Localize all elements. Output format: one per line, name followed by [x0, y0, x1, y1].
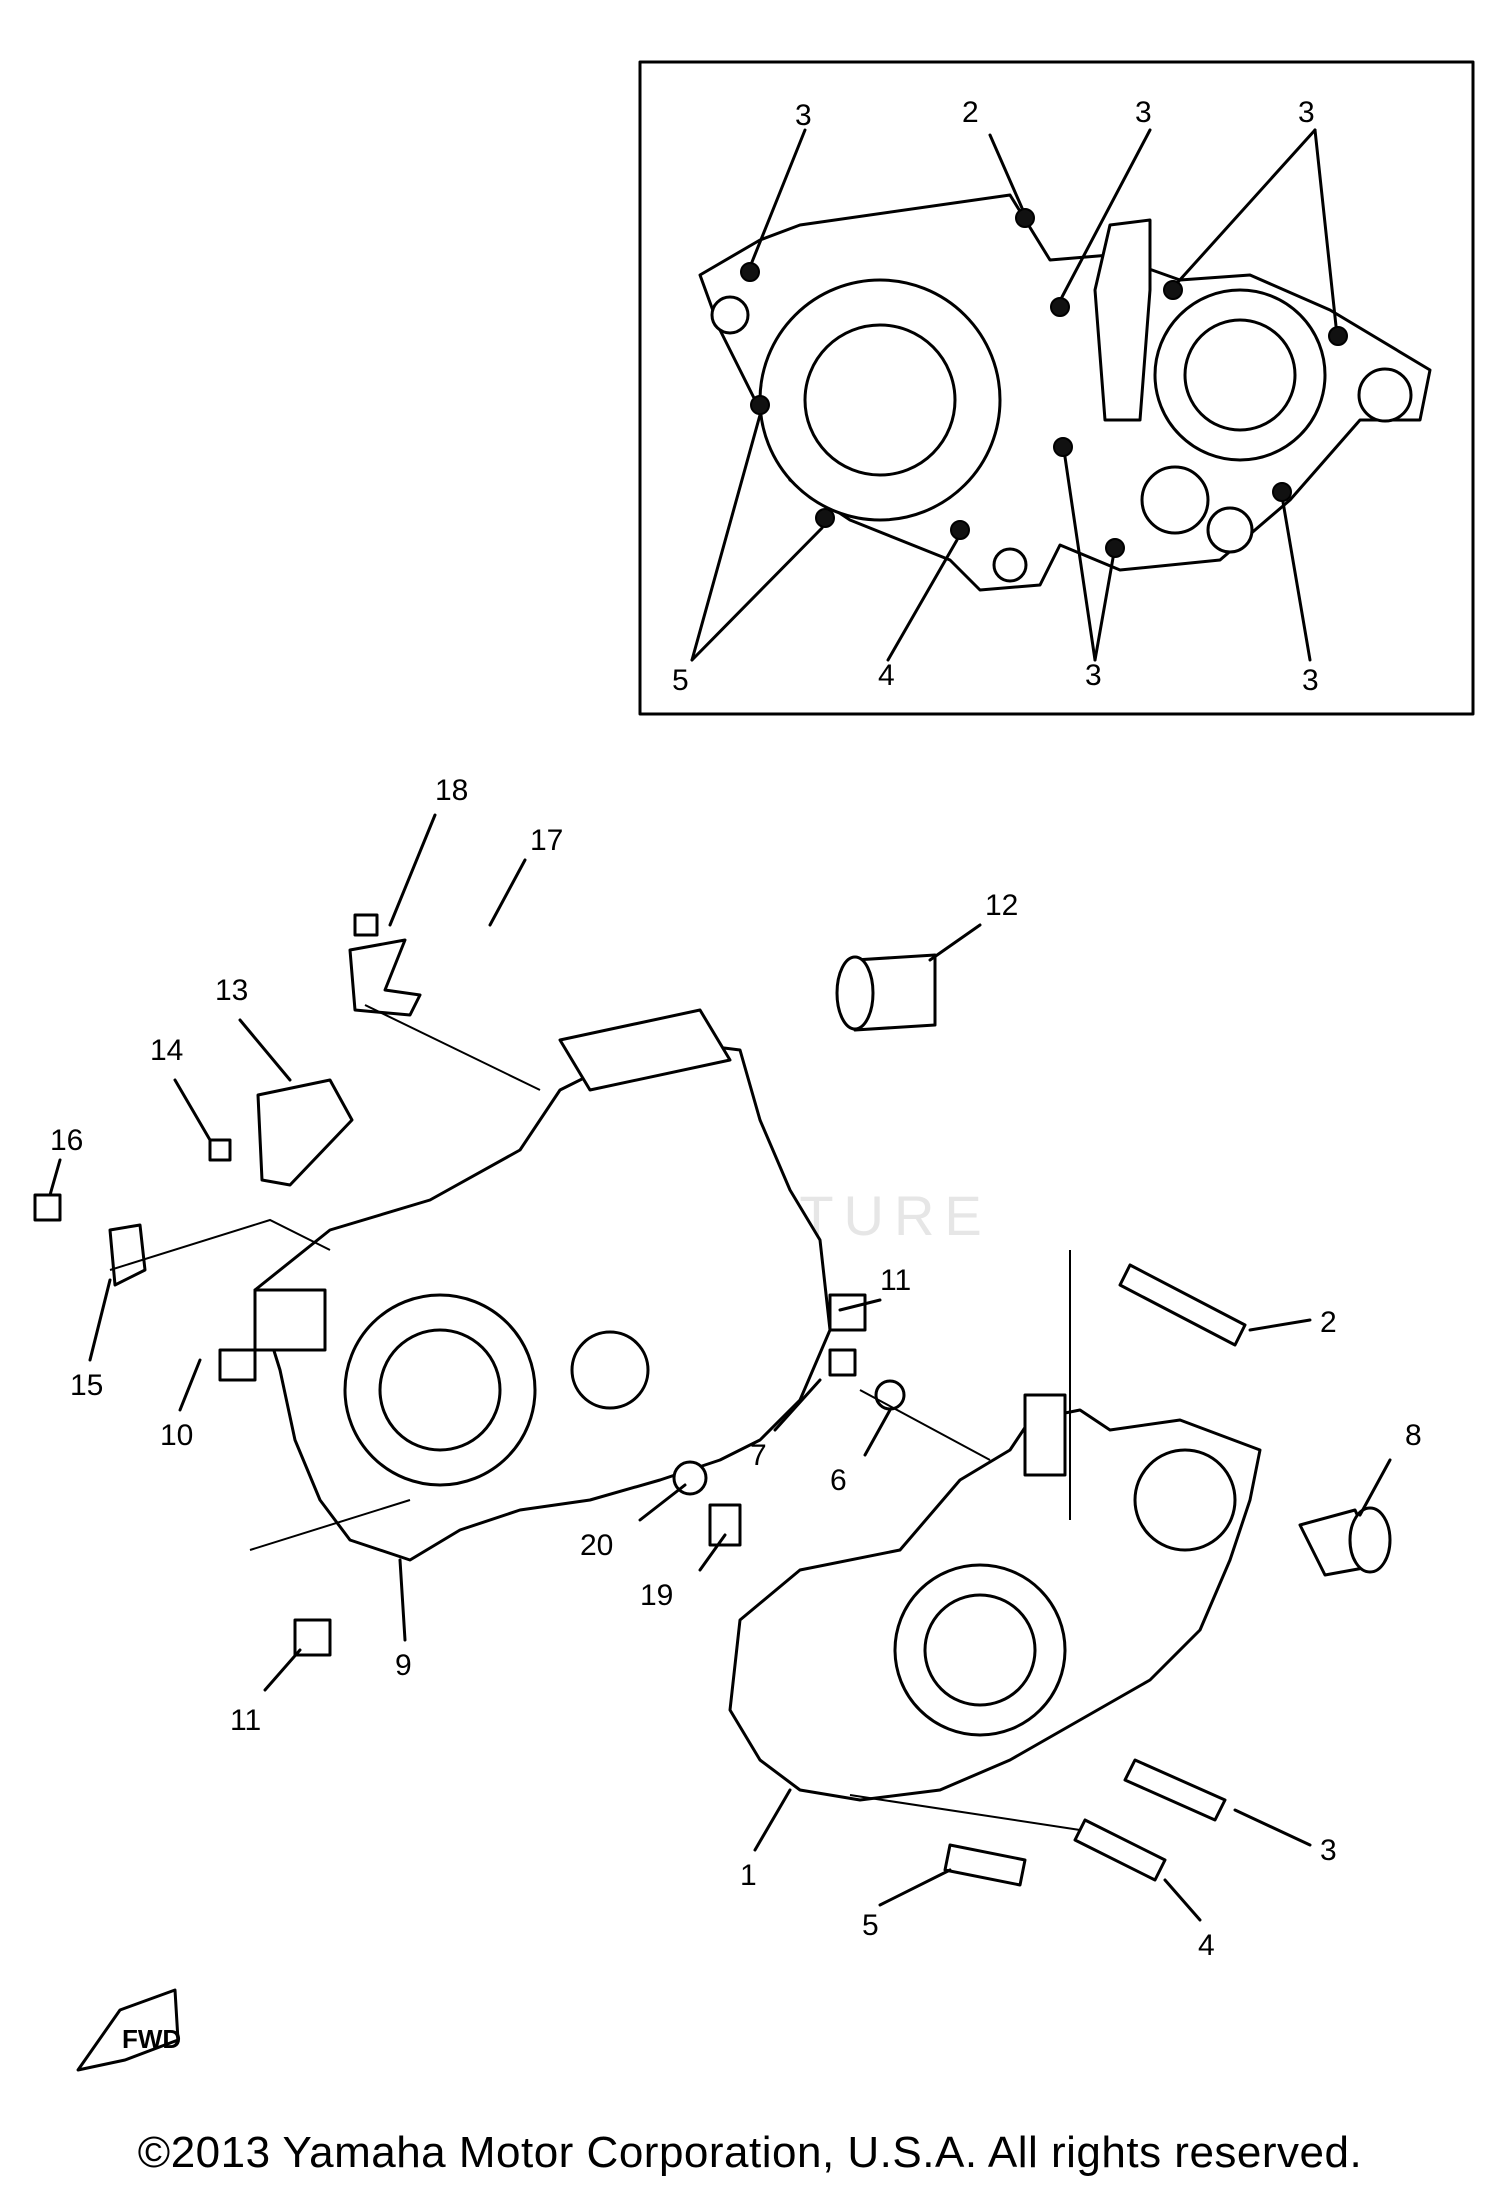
main-callout: 3 [1320, 1834, 1337, 1867]
inset-crankcase-view: 3 2 3 3 5 4 3 3 [638, 60, 1475, 716]
inset-callout: 5 [672, 664, 689, 697]
main-callout: 17 [530, 824, 563, 857]
main-callout: 14 [150, 1034, 183, 1067]
main-callout: 10 [160, 1419, 193, 1452]
main-callout: 7 [750, 1439, 767, 1472]
inset-callout: 3 [1085, 659, 1102, 692]
main-callout: 6 [830, 1464, 847, 1497]
main-callout: 16 [50, 1124, 83, 1157]
main-callout: 5 [862, 1909, 879, 1942]
main-callout: 11 [880, 1264, 911, 1297]
main-callout: 4 [1198, 1929, 1215, 1962]
copyright-notice: ©2013 Yamaha Motor Corporation, U.S.A. A… [137, 2128, 1363, 2177]
main-callout: 18 [435, 774, 468, 807]
inset-callout: 4 [878, 659, 895, 692]
inset-callout: 3 [1298, 96, 1315, 129]
main-callout: 1 [740, 1859, 757, 1892]
main-exploded-view: 18 17 12 13 14 16 15 10 11 11 2 7 6 8 20… [33, 774, 1422, 1962]
inset-callout: 3 [1135, 96, 1152, 129]
main-callout: 13 [215, 974, 248, 1007]
main-callout: 9 [395, 1649, 412, 1682]
fwd-arrow-icon: FWD [76, 1988, 181, 2072]
main-callout: 8 [1405, 1419, 1422, 1452]
inset-frame [638, 60, 1475, 716]
main-callout: 15 [70, 1369, 103, 1402]
inset-callout: 2 [962, 96, 979, 129]
main-callout: 11 [230, 1704, 261, 1737]
main-callout: 12 [985, 889, 1018, 922]
inset-callout: 3 [795, 99, 812, 132]
main-callout: 20 [580, 1529, 613, 1562]
main-callout: 2 [1320, 1306, 1337, 1339]
fwd-label: FWD [122, 2024, 181, 2054]
main-callout: 19 [640, 1579, 673, 1612]
inset-callout: 3 [1302, 664, 1319, 697]
